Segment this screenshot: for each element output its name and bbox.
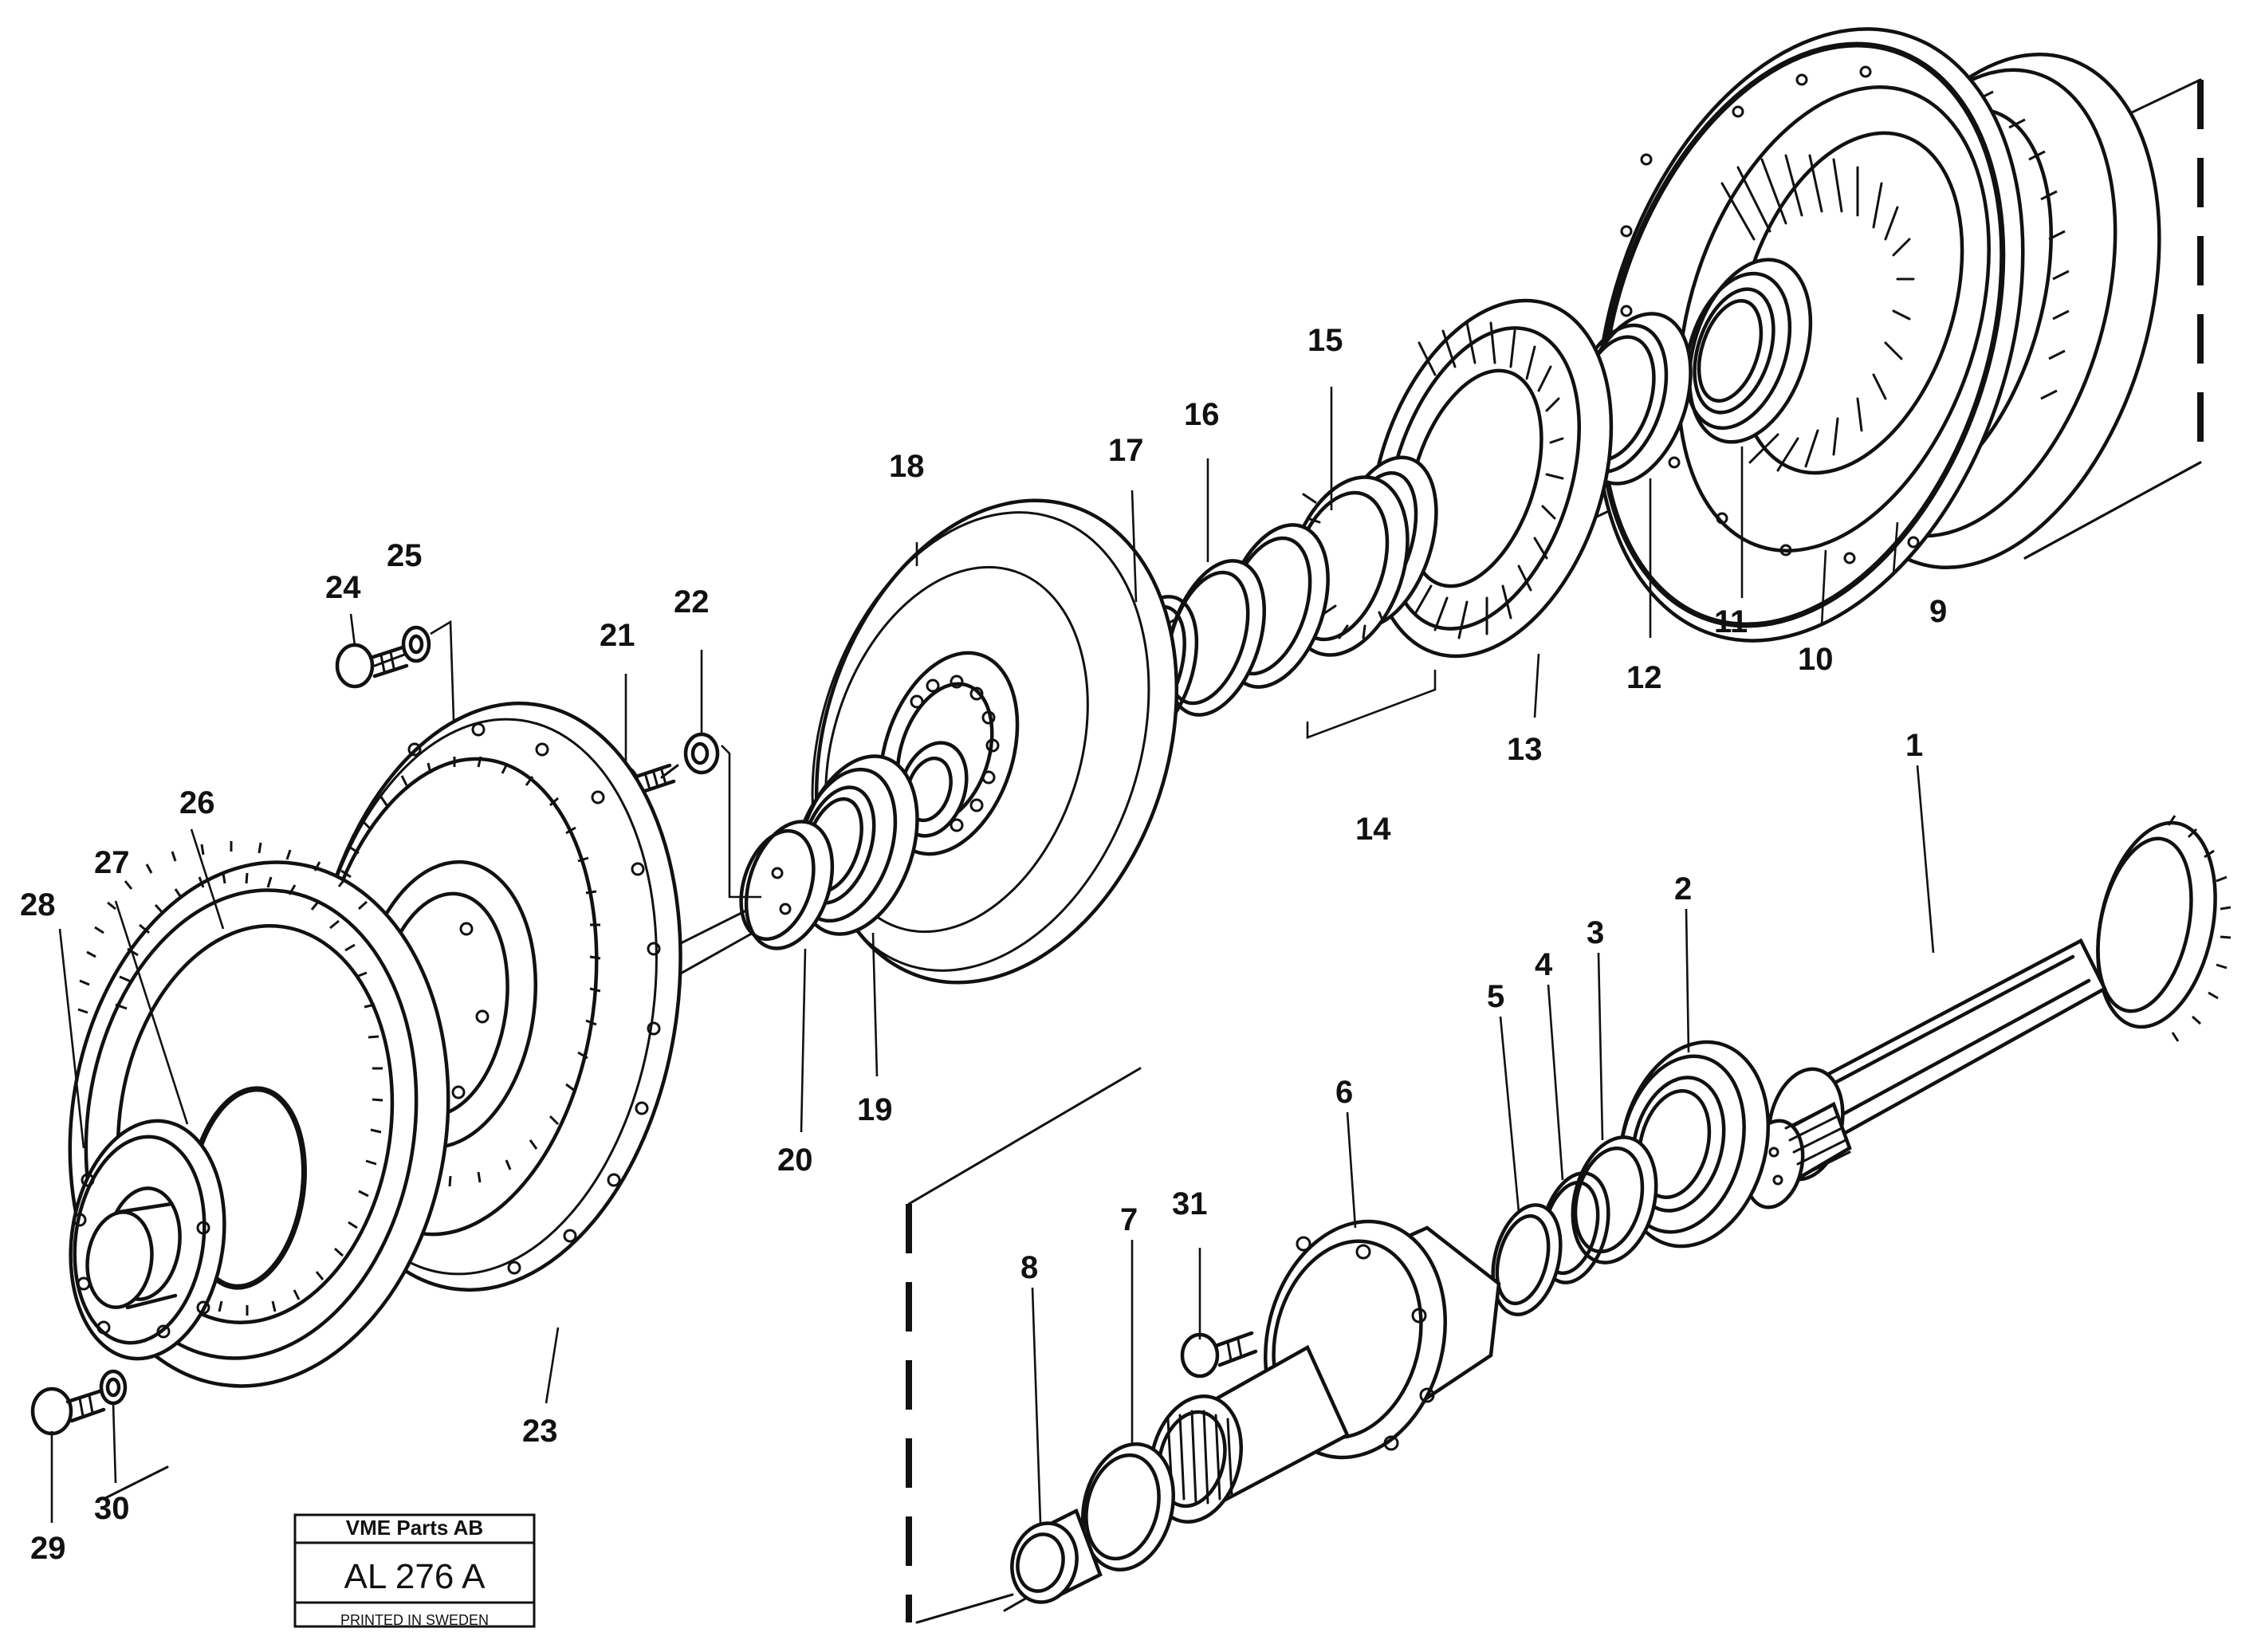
callout-2: 2 xyxy=(1674,871,1692,907)
callout-26: 26 xyxy=(179,785,215,820)
callout-25: 25 xyxy=(387,538,423,573)
callout-27: 27 xyxy=(94,845,130,880)
callout-9: 9 xyxy=(1929,594,1947,629)
leader-lines xyxy=(50,387,1935,1524)
callout-18: 18 xyxy=(889,449,925,484)
callout-3: 3 xyxy=(1587,915,1604,950)
callout-22: 22 xyxy=(674,584,710,620)
screw-part-31 xyxy=(1180,1331,1258,1379)
shaft-part-1 xyxy=(1743,815,2232,1210)
housing-ribs xyxy=(1720,154,1915,472)
callout-28: 28 xyxy=(20,887,56,922)
flange-bolt-holes xyxy=(1296,1236,1435,1451)
stator-part-13 xyxy=(1368,298,1614,659)
hub-bolt-holes xyxy=(73,1173,210,1339)
shaft-gear-teeth xyxy=(2167,815,2232,1042)
ring-part-3 xyxy=(1571,1135,1658,1265)
title-stamp: VME Parts AB AL 276 A PRINTED IN SWEDEN xyxy=(293,1513,536,1628)
callout-24: 24 xyxy=(325,570,361,605)
output-flange-part-6 xyxy=(1148,1219,1501,1524)
ring-part-5 xyxy=(1491,1203,1563,1316)
callout-30: 30 xyxy=(94,1491,130,1526)
callout-16: 16 xyxy=(1184,397,1220,432)
callout-21: 21 xyxy=(600,618,635,653)
callout-19: 19 xyxy=(857,1092,893,1127)
shaft-splines xyxy=(1784,1103,1851,1178)
stamp-company: VME Parts AB xyxy=(346,1516,483,1540)
callout-15: 15 xyxy=(1307,323,1343,358)
callout-10: 10 xyxy=(1798,642,1834,677)
callout-12: 12 xyxy=(1626,660,1662,695)
turbine-disc-part-18 xyxy=(811,498,1179,985)
callout-labels: 1 2 3 4 5 6 7 8 9 10 11 12 13 14 15 16 1… xyxy=(20,323,1947,1566)
callout-11: 11 xyxy=(1714,604,1748,639)
bearing-part-11 xyxy=(1684,258,1813,444)
stamp-printed: PRINTED IN SWEDEN xyxy=(340,1612,489,1628)
gear-ring-outer-teeth xyxy=(77,841,368,1014)
callout-6: 6 xyxy=(1335,1075,1353,1110)
hub-flange-part-28 xyxy=(69,1119,226,1361)
screw-part-29 xyxy=(30,1386,106,1436)
callout-7: 7 xyxy=(1120,1202,1138,1237)
callout-8: 8 xyxy=(1020,1250,1038,1285)
callout-17: 17 xyxy=(1108,433,1144,468)
gear-ring-teeth xyxy=(115,872,383,1316)
ring-gear-teeth xyxy=(340,756,601,1187)
seal-ring-part-7 xyxy=(1080,1442,1176,1572)
callout-23: 23 xyxy=(522,1414,558,1449)
callout-20: 20 xyxy=(777,1143,813,1178)
cap-part-20 xyxy=(739,820,835,950)
washer-part-22 xyxy=(683,732,761,899)
callout-4: 4 xyxy=(1535,947,1553,982)
housing-23-bolt-holes xyxy=(407,722,661,1275)
flange-splines xyxy=(1166,1410,1233,1504)
break-line-bottom xyxy=(906,1067,1142,1622)
callout-29: 29 xyxy=(30,1531,66,1566)
callout-14: 14 xyxy=(1355,812,1391,847)
callout-13: 13 xyxy=(1507,732,1543,767)
stator-vanes xyxy=(1414,321,1564,639)
callout-31: 31 xyxy=(1172,1186,1208,1221)
stamp-drawing-number: AL 276 A xyxy=(344,1557,486,1596)
washer-part-30 xyxy=(99,1369,128,1406)
callout-5: 5 xyxy=(1487,979,1504,1014)
callout-1: 1 xyxy=(1905,728,1923,763)
screw-part-24 xyxy=(335,643,409,689)
break-line-top-right xyxy=(2023,80,2204,560)
sleeve-part-8 xyxy=(1010,1508,1103,1604)
